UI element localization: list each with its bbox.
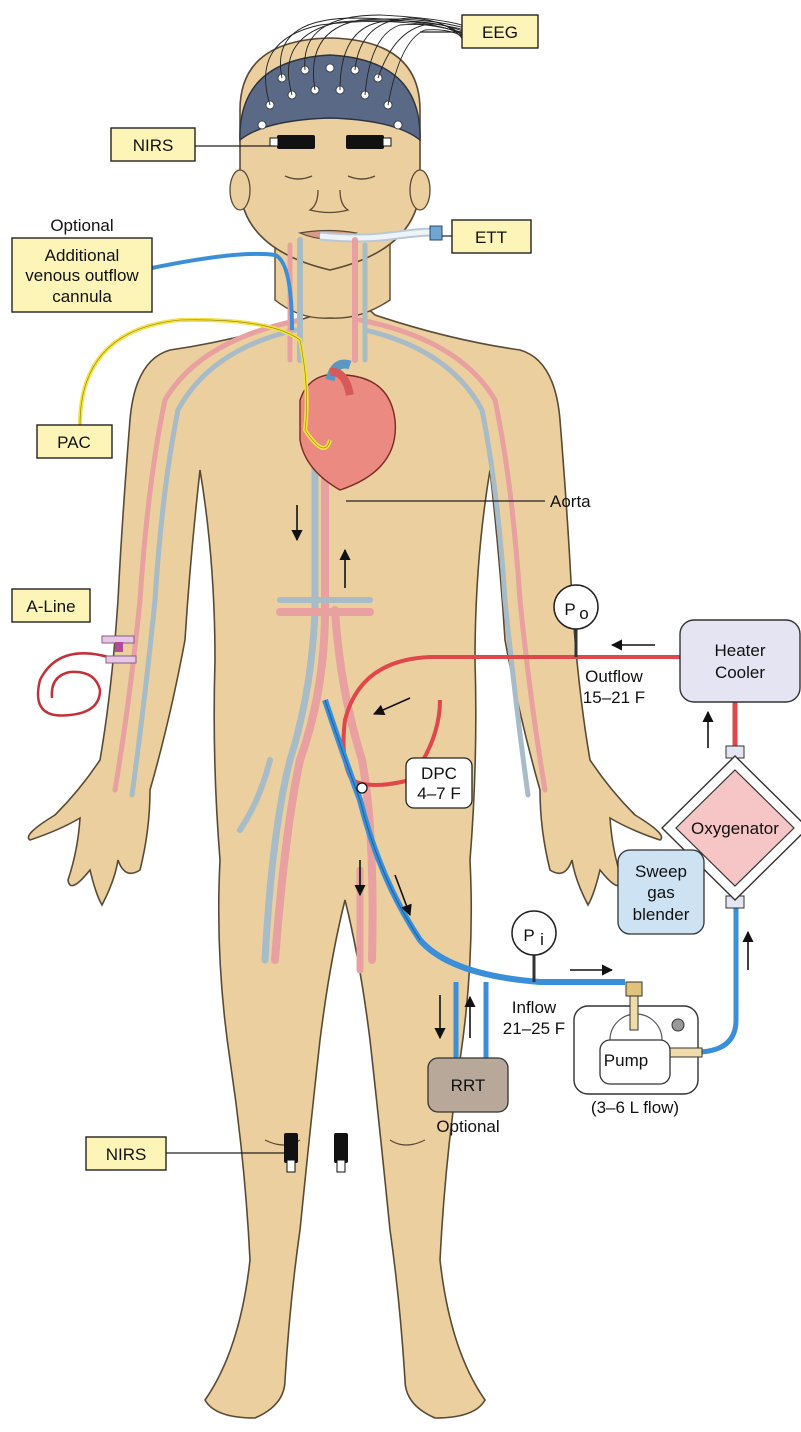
heater-cooler-box: Heater Cooler [680,620,800,702]
svg-text:EEG: EEG [482,23,518,42]
svg-text:i: i [540,930,544,949]
svg-text:RRT: RRT [451,1076,486,1095]
rrt-box: RRT [428,1058,508,1112]
eeg-label: EEG [462,15,538,48]
svg-text:Additional: Additional [45,246,120,265]
svg-text:Oxygenator: Oxygenator [691,819,779,838]
nirs-head-label: NIRS [111,128,195,161]
optional-rrt-label: Optional [436,1117,499,1136]
svg-text:Outflow: Outflow [585,667,643,686]
svg-text:A-Line: A-Line [26,597,75,616]
svg-text:Pump: Pump [604,1051,648,1070]
svg-text:cannula: cannula [52,287,112,306]
ett-label: ETT [452,220,531,253]
svg-text:PAC: PAC [57,433,91,452]
dpc-label: DPC 4–7 F [406,758,472,808]
pump-to-oxygenator-line [700,905,736,1052]
a-line-label: A-Line [12,589,90,622]
inflow-label: Inflow 21–25 F [503,998,565,1038]
nirs-leg-label: NIRS [86,1137,166,1170]
svg-text:o: o [579,604,588,623]
svg-text:gas: gas [647,883,674,902]
dpc-junction [357,783,367,793]
svg-text:Heater: Heater [714,641,765,660]
svg-text:ETT: ETT [475,228,507,247]
svg-text:DPC: DPC [421,764,457,783]
outflow-label: Outflow 15–21 F [583,667,645,707]
flow-label: (3–6 L flow) [591,1098,679,1117]
svg-text:15–21 F: 15–21 F [583,688,645,707]
svg-text:P: P [564,600,575,619]
additional-venous-label: Additional venous outflow cannula [12,238,152,312]
optional-top-label: Optional [50,216,113,235]
svg-text:blender: blender [633,905,690,924]
svg-text:NIRS: NIRS [133,136,174,155]
svg-text:venous outflow: venous outflow [25,266,139,285]
pi-gauge: P i [512,911,556,982]
svg-text:Cooler: Cooler [715,663,765,682]
svg-text:21–25 F: 21–25 F [503,1019,565,1038]
pump: Pump [574,982,702,1094]
svg-text:4–7 F: 4–7 F [417,784,460,803]
leg-nirs-pads [284,1133,348,1172]
svg-text:P: P [523,926,534,945]
aorta-label: Aorta [550,492,591,511]
svg-text:NIRS: NIRS [106,1145,147,1164]
svg-text:Inflow: Inflow [512,998,557,1017]
sweep-gas-blender-box: Sweep gas blender [618,850,704,934]
svg-text:Sweep: Sweep [635,862,687,881]
pac-label: PAC [37,425,112,458]
